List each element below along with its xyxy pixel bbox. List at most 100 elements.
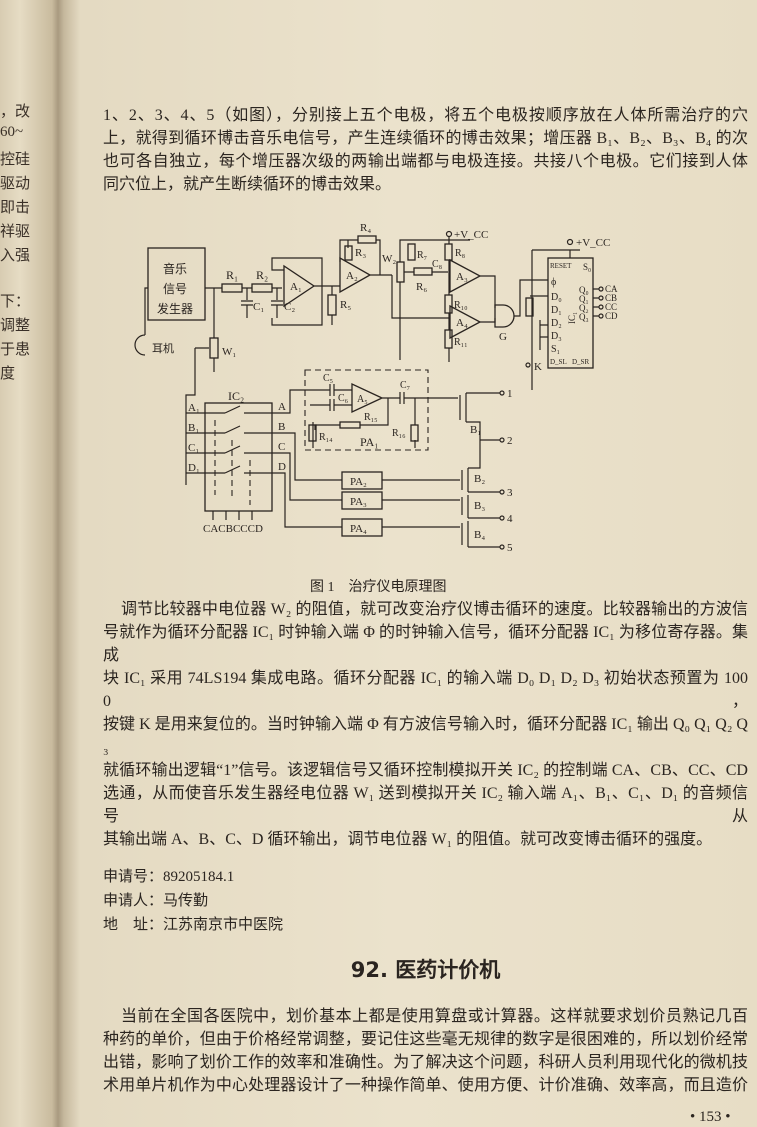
margin-fragment: 入强	[0, 248, 31, 264]
terminal	[445, 230, 453, 238]
label: D₀	[551, 292, 562, 303]
terminal	[499, 489, 505, 495]
text-line: 选通，从而使音乐发生器经电位器 W₁ 送到模拟开关 IC₂ 输入端 A₁、B₁、…	[103, 785, 748, 825]
label: B₃	[474, 500, 485, 512]
label: CA	[605, 284, 618, 294]
figure: 音乐 信号 发生器 耳机 R₁ R₂ C₁ C₂ W₁ A₁ A₂ R₅ R₄ …	[103, 196, 748, 578]
application-number: 申请号：89205184.1	[103, 869, 235, 885]
music-generator-box	[147, 247, 206, 321]
label: R₂	[256, 268, 268, 282]
opamp-A4	[449, 304, 482, 340]
text-line: 1、2、3、4、5（如图），分别接上五个电极，将五个电极按顺序放在人体所需治疗的…	[103, 107, 748, 124]
paragraph-2: 调节比较器中电位器 W₂ 的阻值，就可改变治疗仪博击循环的速度。比较器输出的方波…	[103, 598, 748, 851]
label: B₁	[470, 424, 481, 436]
label: A₅	[357, 394, 368, 405]
label: 音乐	[163, 261, 187, 276]
wire	[530, 249, 599, 390]
label: A₁	[290, 281, 302, 293]
label: R₁₆	[392, 428, 406, 439]
resistor-R15	[339, 421, 361, 429]
label: D₁	[188, 462, 200, 474]
label: R₆	[416, 281, 427, 293]
figure-caption: 图 1 治疗仪电原理图	[310, 580, 447, 595]
resistor-R14	[308, 424, 317, 442]
resistor-R5	[327, 294, 337, 316]
label: R₄	[360, 222, 371, 234]
terminal	[499, 390, 505, 396]
text-line: 调节比较器中电位器 W₂ 的阻值，就可改变治疗仪博击循环的速度。比较器输出的方波…	[121, 601, 748, 618]
transformer-windings	[459, 392, 500, 548]
potentiometer-W1	[209, 337, 219, 359]
label: C₁	[253, 301, 264, 313]
resistor-R2	[251, 283, 273, 293]
text-line: 按键 K 是用来复位的。当时钟输入端 Φ 有方波信号输入时，循环分配器 IC₁ …	[103, 716, 748, 756]
label: B₁	[188, 422, 199, 434]
label: PA₃	[350, 496, 367, 508]
label: B₄	[474, 529, 485, 541]
resistor-R11	[444, 329, 453, 349]
label: R₁₅	[364, 412, 378, 423]
text-line: 同穴位上，就产生断续循环的博击效果。	[103, 176, 392, 193]
label: R₅	[340, 299, 351, 311]
label: C₇	[400, 380, 410, 391]
label: C₆	[338, 393, 349, 404]
label: Q₂	[579, 303, 589, 313]
opamp-A5	[351, 382, 384, 414]
electrode-terminal-label: 4	[507, 513, 513, 525]
label: W₁	[222, 346, 236, 358]
label: D₁	[551, 305, 562, 316]
label: A₃	[456, 271, 468, 283]
margin-fragment: 调整	[0, 318, 31, 334]
terminal	[566, 238, 574, 246]
label: R₁	[226, 268, 238, 282]
potentiometer-W2	[396, 261, 405, 283]
text-line: 也可各自独立，每个增压器次级的两输出端都与电极连接。共接八个电极。它们接到人体	[103, 153, 748, 170]
label: CACBCCCD	[203, 523, 263, 535]
label: RESET	[550, 262, 572, 270]
label: R₃	[355, 247, 366, 259]
page-content: 1、2、3、4、5（如图），分别接上五个电极，将五个电极按顺序放在人体所需治疗的…	[103, 104, 748, 1127]
wire	[271, 257, 340, 326]
label: CB	[605, 293, 617, 303]
opamp-A1	[283, 264, 316, 308]
margin-fragment: 即击	[0, 200, 31, 216]
text-line: 种药的单价，但由于价格经常调整，要记住这些毫无规律的数字是很困难的，所以划价经常	[103, 1031, 748, 1048]
label: C₂	[284, 301, 295, 313]
terminal	[499, 437, 505, 443]
resistor-R10	[444, 294, 453, 314]
label: 信号	[163, 282, 187, 296]
resistor	[525, 297, 534, 317]
terminal	[598, 286, 604, 292]
nand-gate-G	[494, 304, 515, 328]
label: G	[499, 331, 507, 343]
application-info: 申请号：89205184.1 申请人：马传勤 地 址：江苏南京市中医院	[103, 865, 748, 937]
electrode-terminal-label: 5	[507, 542, 513, 554]
pa1-amplifier-box	[304, 369, 429, 451]
label: C₁	[188, 442, 199, 454]
label: C₈	[432, 259, 443, 270]
label: IC₁	[567, 312, 577, 324]
address: 地 址：江苏南京市中医院	[103, 917, 284, 933]
wire	[331, 239, 392, 325]
terminal	[598, 313, 604, 319]
margin-fragment: 驱动	[0, 176, 31, 192]
terminal	[598, 304, 604, 310]
wire	[185, 288, 215, 485]
label: R₈	[455, 248, 466, 259]
label: D₃	[551, 331, 562, 342]
text-line: 上，就得到循环博击音乐电信号，产生连续循环的博击效果；增压器 B₁、B₂、B₃、…	[103, 130, 748, 147]
margin-fragment: 于患	[0, 342, 31, 358]
margin-fragment: 下：	[0, 294, 31, 310]
text-line: 出错，影响了划价工作的效率和准确性。为了解决这个问题，科研人员利用现代化的微机技	[103, 1054, 748, 1071]
label: 发生器	[157, 301, 193, 316]
label: CC	[605, 302, 617, 312]
intro-paragraph: 1、2、3、4、5（如图），分别接上五个电极，将五个电极按顺序放在人体所需治疗的…	[103, 104, 748, 196]
text-line: 其输出端 A、B、C、D 循环输出，调节电位器 W₁ 的阻值。就可改变博击循环的…	[103, 831, 713, 848]
label: IC₂	[228, 389, 244, 403]
opamp-A3	[449, 258, 482, 294]
terminal	[499, 515, 505, 521]
margin-fragment: 祥驱	[0, 224, 31, 240]
label: A₄	[456, 317, 468, 329]
label: D_SR	[572, 358, 589, 366]
page-number: • 153 •	[690, 1109, 731, 1125]
